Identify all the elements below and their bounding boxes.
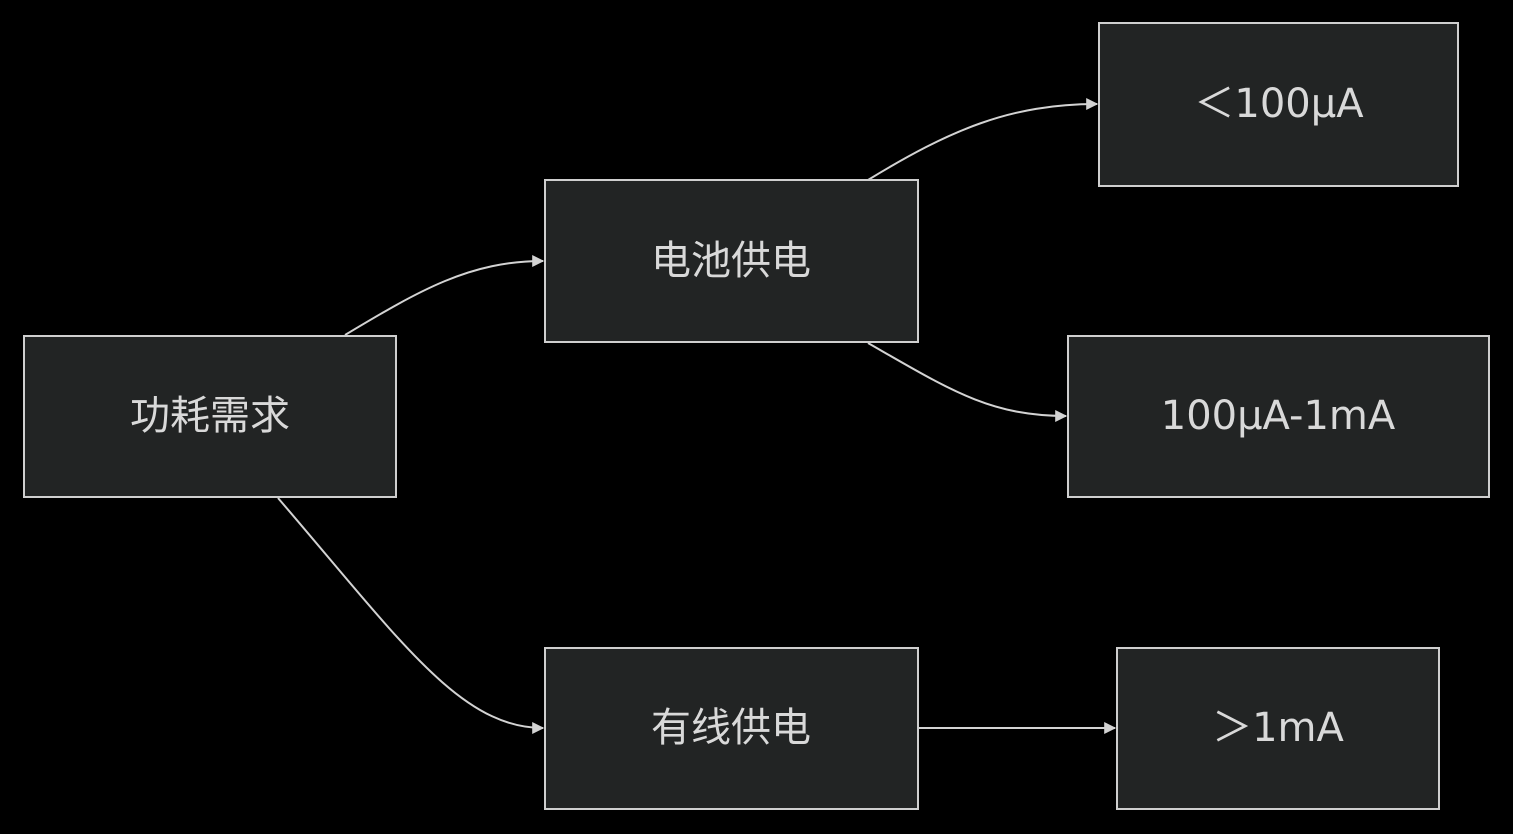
node-100ua-to-1ma[interactable]: 100μA-1mA <box>1067 335 1490 498</box>
edge-root-to-battery <box>344 255 545 336</box>
node-greater-than-1ma[interactable]: ＞1mA <box>1116 647 1440 810</box>
node-battery-powered-label: 电池供电 <box>651 238 811 284</box>
node-greater-than-1ma-label: ＞1mA <box>1212 705 1344 751</box>
node-wired-powered-label: 有线供电 <box>651 705 811 751</box>
edges <box>277 98 1117 734</box>
edge-battery-to-mid <box>867 342 1068 422</box>
node-less-than-100ua-label: ＜100μA <box>1194 81 1364 127</box>
node-less-than-100ua[interactable]: ＜100μA <box>1098 22 1459 187</box>
node-power-requirement[interactable]: 功耗需求 <box>23 335 397 498</box>
edge-battery-to-low <box>867 98 1099 181</box>
nodes: 功耗需求 电池供电 有线供电 ＜100μA 100μA-1mA ＞1mA <box>23 22 1490 810</box>
node-100ua-to-1ma-label: 100μA-1mA <box>1161 393 1396 439</box>
node-power-requirement-label: 功耗需求 <box>130 393 290 439</box>
node-wired-powered[interactable]: 有线供电 <box>544 647 919 810</box>
node-battery-powered[interactable]: 电池供电 <box>544 179 919 343</box>
edge-root-to-wired <box>277 497 545 734</box>
